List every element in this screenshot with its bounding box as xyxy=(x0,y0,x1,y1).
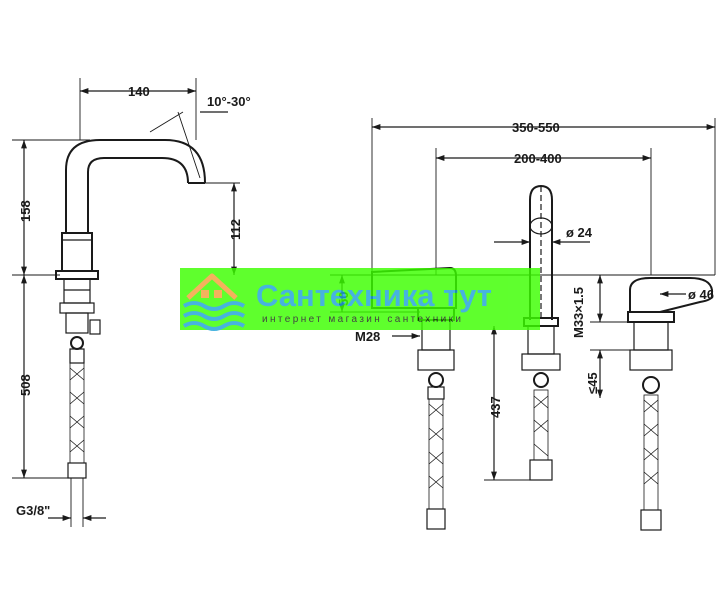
watermark-title: Сантехника тут xyxy=(256,278,492,313)
label-max-deck-thickness: ≤45 xyxy=(585,372,600,394)
label-spout-reach: 140 xyxy=(128,84,150,99)
label-hose-length-right: 437 xyxy=(488,396,503,418)
watermark-subtitle: интернет магазин сантехники xyxy=(262,314,463,325)
label-thread-large: M33×1.5 xyxy=(571,287,586,338)
label-hose-thread: G3/8" xyxy=(16,503,50,518)
watermark-background xyxy=(180,268,540,330)
label-swivel-angle: 10°-30° xyxy=(207,94,251,109)
spout-side-view xyxy=(12,78,240,527)
label-handle-diameter: ø 46 xyxy=(688,287,714,302)
label-spout-height: 158 xyxy=(18,200,33,222)
label-total-spread: 350-550 xyxy=(512,120,560,135)
house-logo-icon xyxy=(182,273,246,331)
watermark-banner: Сантехника тут интернет магазин сантехни… xyxy=(180,268,540,331)
label-outlet-height: 112 xyxy=(228,219,243,240)
label-handle-spread: 200-400 xyxy=(514,151,562,166)
label-hose-length-left: 508 xyxy=(18,374,33,396)
label-thread-small: M28 xyxy=(355,329,380,344)
label-spout-diameter: ø 24 xyxy=(566,225,593,240)
dimension-labels: 140 10°-30° 158 112 508 G3/8" 350-550 20… xyxy=(16,84,714,518)
